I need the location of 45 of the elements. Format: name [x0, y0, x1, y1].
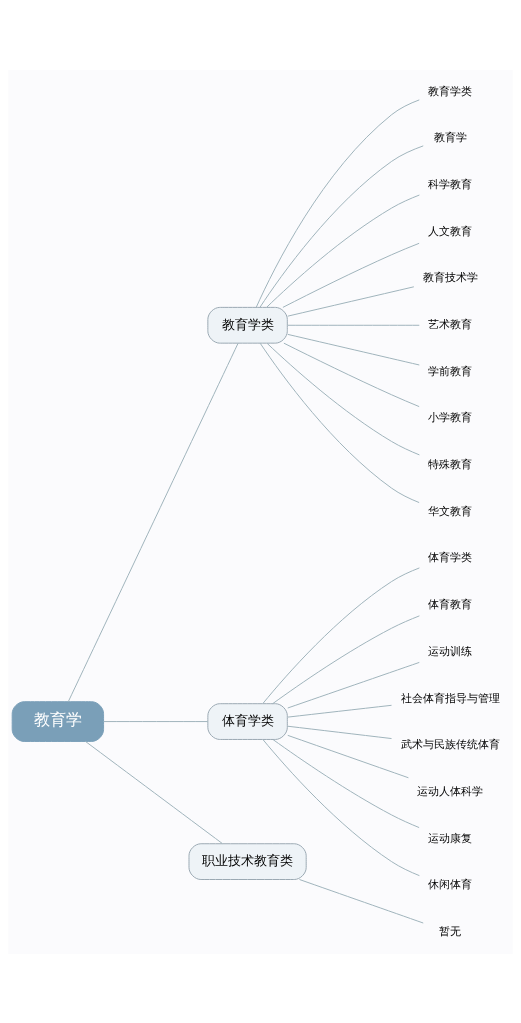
node-text: 休闲体育 [428, 877, 473, 891]
node-text: 科学教育 [428, 177, 473, 191]
node-text: 运动训练 [428, 644, 473, 658]
connector [266, 194, 420, 308]
node-box: 职业技术教育类 [188, 842, 307, 880]
node-text: 教育学类 [428, 84, 473, 98]
node-text: 教育学 [433, 130, 467, 144]
connector [272, 738, 420, 828]
connector [282, 242, 420, 308]
connector [287, 734, 409, 778]
connector [272, 614, 420, 704]
connector [298, 878, 424, 923]
node-text: 体育学类 [428, 550, 473, 564]
node-text: 艺术教育 [428, 317, 473, 331]
node-text: 教育技术学 [422, 270, 478, 284]
node-text: 特殊教育 [428, 457, 473, 471]
connector [287, 704, 393, 718]
connector [287, 333, 420, 365]
node-box: 体育学类 [207, 702, 288, 740]
connector [283, 342, 420, 407]
node-text: 社会体育指导与管理 [400, 691, 500, 705]
connector [85, 740, 223, 844]
node-text: 运动人体科学 [417, 784, 484, 798]
connector [287, 285, 415, 317]
connector [266, 342, 420, 455]
node-text: 小学教育 [428, 410, 473, 424]
node-text: 暂无 [439, 924, 462, 938]
node-text: 武术与民族传统体育 [400, 737, 500, 751]
node-text: 华文教育 [428, 504, 473, 518]
node-text: 人文教育 [428, 224, 473, 238]
node-box: 教育学 [11, 700, 105, 742]
node-text: 学前教育 [428, 364, 473, 378]
connector [255, 98, 420, 308]
connector [67, 342, 239, 702]
connector [262, 566, 420, 704]
connector [259, 144, 424, 308]
connector [262, 738, 420, 876]
node-text: 运动康复 [428, 831, 473, 845]
connector [259, 342, 420, 503]
node-text: 体育教育 [428, 597, 473, 611]
connector [287, 661, 420, 708]
connector [103, 720, 209, 722]
connector [287, 324, 420, 326]
connector [287, 725, 393, 739]
node-box: 教育学类 [207, 306, 288, 344]
